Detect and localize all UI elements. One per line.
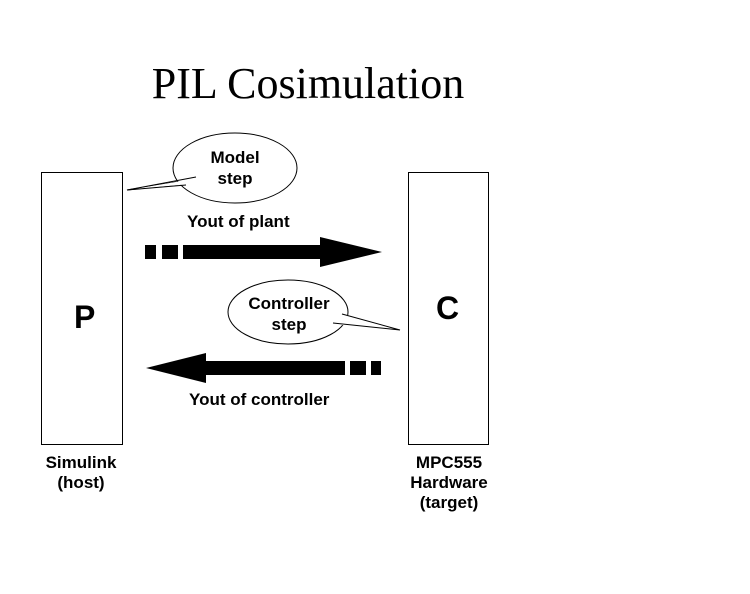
model-step-line: Model — [210, 148, 260, 167]
arrow-head-right — [183, 237, 382, 267]
plant-output-label: Yout of plant — [187, 212, 290, 231]
host-caption-line: Simulink — [45, 453, 117, 472]
controller-step-line: step — [271, 315, 307, 334]
controller-block — [408, 172, 489, 445]
plant-output-arrow — [145, 237, 382, 267]
arrow-dash — [162, 245, 178, 259]
controller-step-text: Controller step — [226, 293, 352, 335]
arrow-dash — [350, 361, 366, 375]
host-caption-line: (host) — [57, 473, 105, 492]
controller-output-label: Yout of controller — [189, 390, 330, 409]
plant-block — [41, 172, 123, 445]
controller-step-line: Controller — [248, 294, 330, 313]
target-caption-line: (target) — [419, 493, 479, 512]
arrow-head-left — [146, 353, 345, 383]
model-step-text: Model step — [185, 147, 285, 189]
target-caption-line: MPC555 — [415, 453, 483, 472]
plant-block-letter: P — [74, 299, 96, 335]
diagram-title: PIL Cosimulation — [151, 59, 465, 108]
arrow-dash — [145, 245, 156, 259]
controller-step-bubble — [227, 279, 401, 345]
arrow-dash — [371, 361, 381, 375]
model-step-bubble — [126, 132, 298, 204]
controller-block-letter: C — [436, 290, 460, 326]
host-caption: Simulink (host) — [22, 453, 140, 493]
target-caption: MPC555 Hardware (target) — [390, 453, 508, 513]
model-step-line: step — [217, 169, 253, 188]
target-caption-line: Hardware — [410, 473, 488, 492]
controller-output-arrow — [146, 353, 381, 383]
